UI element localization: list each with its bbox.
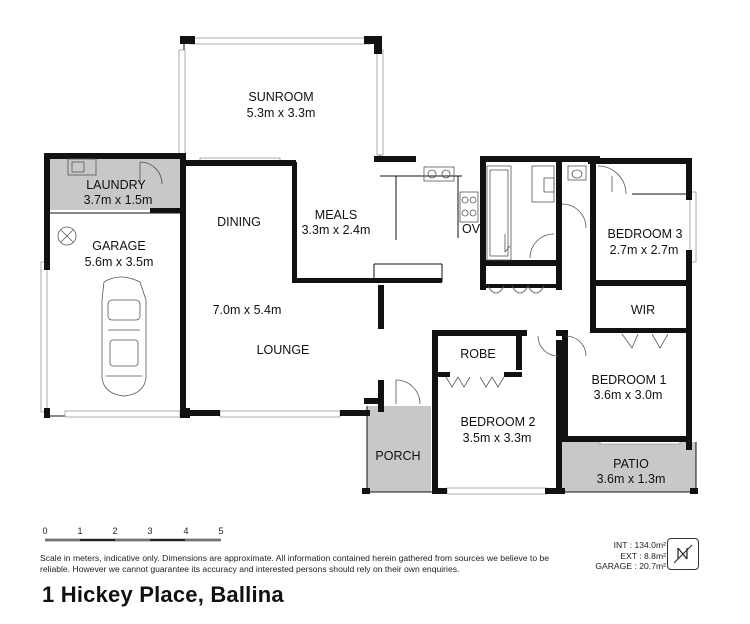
patio-size: 3.6m x 1.3m <box>597 472 666 486</box>
scale-tick: 3 <box>147 526 152 536</box>
area-ext: EXT : 8.8m² <box>620 550 666 561</box>
compass-north-icon <box>667 538 699 570</box>
property-address: 1 Hickey Place, Ballina <box>42 582 284 607</box>
scale-bar: 0 1 2 3 4 5 <box>42 526 224 542</box>
bedroom2-size: 3.5m x 3.3m <box>463 431 532 445</box>
bedroom3-name: BEDROOM 3 <box>607 227 682 241</box>
walls <box>44 36 698 494</box>
dining-name: DINING <box>217 215 261 229</box>
laundry-name: LAUNDRY <box>86 178 146 192</box>
garage-size: 5.6m x 3.5m <box>85 255 154 269</box>
lounge-name: LOUNGE <box>257 343 310 357</box>
bedroom3-size: 2.7m x 2.7m <box>610 243 679 257</box>
bedroom1-size: 3.6m x 3.0m <box>594 388 663 402</box>
car-icon <box>101 276 147 397</box>
fixtures <box>57 158 669 405</box>
bedroom1-name: BEDROOM 1 <box>591 373 666 387</box>
porch-floor <box>367 406 431 492</box>
scale-tick: 5 <box>218 526 223 536</box>
sunroom-size: 5.3m x 3.3m <box>247 106 316 120</box>
scale-tick: 4 <box>183 526 188 536</box>
sunroom-name: SUNROOM <box>248 90 313 104</box>
scale-tick: 0 <box>42 526 47 536</box>
area-garage: GARAGE : 20.7m² <box>595 561 666 572</box>
patio-name: PATIO <box>613 457 649 471</box>
laundry-size: 3.7m x 1.5m <box>84 193 153 207</box>
patio-floor <box>562 442 696 492</box>
garage-name: GARAGE <box>92 239 146 253</box>
area-summary: INT : 134.0m² EXT : 8.8m² GARAGE : 20.7m… <box>560 540 666 572</box>
scale-tick: 1 <box>77 526 82 536</box>
lounge-size: 7.0m x 5.4m <box>213 303 282 317</box>
meals-size: 3.3m x 2.4m <box>302 223 371 237</box>
scale-tick: 2 <box>112 526 117 536</box>
robe-name: ROBE <box>460 347 495 361</box>
area-int: INT : 134.0m² <box>613 540 666 550</box>
meals-name: MEALS <box>315 208 357 222</box>
bedroom2-name: BEDROOM 2 <box>460 415 535 429</box>
wir-name: WIR <box>631 303 655 317</box>
disclaimer: Scale in meters, indicative only. Dimens… <box>40 553 550 574</box>
ov-label: OV <box>462 222 481 236</box>
room-labels: SUNROOM 5.3m x 3.3m LAUNDRY 3.7m x 1.5m … <box>84 90 683 486</box>
porch-name: PORCH <box>375 449 420 463</box>
